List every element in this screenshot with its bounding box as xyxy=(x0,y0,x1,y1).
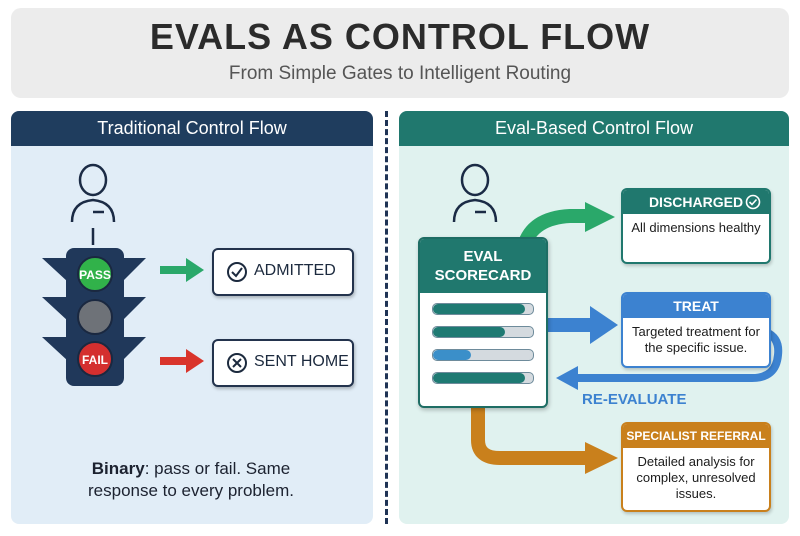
traditional-panel-title: Traditional Control Flow xyxy=(11,111,373,146)
admitted-box: ADMITTED xyxy=(212,248,354,296)
treat-body: Targeted treatment for the specific issu… xyxy=(632,324,760,355)
check-circle-icon xyxy=(227,262,247,282)
discharged-body: All dimensions healthy xyxy=(631,220,761,235)
score-bar xyxy=(432,349,534,361)
specialist-title: SPECIALIST REFERRAL xyxy=(623,424,769,448)
person-icon xyxy=(70,163,116,245)
admitted-label: ADMITTED xyxy=(254,262,336,279)
eval-panel-title: Eval-Based Control Flow xyxy=(399,111,789,146)
sent-home-arrow xyxy=(160,349,204,373)
score-bar-fill xyxy=(433,350,471,360)
fail-light xyxy=(77,341,113,377)
scorecard-title: EVAL SCORECARD xyxy=(420,239,546,293)
pass-light xyxy=(77,256,113,292)
reevaluate-label: RE-EVALUATE xyxy=(582,391,687,408)
treat-title: TREAT xyxy=(623,294,769,318)
x-circle-icon xyxy=(227,353,247,373)
specialist-card: SPECIALIST REFERRAL Detailed analysis fo… xyxy=(621,422,771,512)
divider xyxy=(385,111,388,524)
discharged-card: DISCHARGED All dimensions healthy xyxy=(621,188,771,264)
treat-arrow xyxy=(545,306,618,344)
sent-home-box: SENT HOME xyxy=(212,339,354,387)
score-bar xyxy=(432,303,534,315)
page-subtitle: From Simple Gates to Intelligent Routing xyxy=(228,63,572,84)
middle-light xyxy=(77,299,113,335)
caption-bold: Binary xyxy=(91,459,145,478)
fail-label: FAIL xyxy=(82,353,108,367)
check-circle-icon xyxy=(745,194,761,210)
reevaluate-arrow xyxy=(556,328,783,390)
traditional-panel: Traditional Control Flow xyxy=(11,111,373,524)
caption-rest: : pass or fail. Same response to every p… xyxy=(88,459,294,500)
person-icon-right xyxy=(452,163,498,223)
score-bar xyxy=(432,326,534,338)
scorecard-bars xyxy=(432,303,534,395)
header xyxy=(11,8,789,98)
specialist-arrow xyxy=(471,402,618,474)
discharged-title: DISCHARGED xyxy=(648,194,744,210)
score-bar-fill xyxy=(433,304,525,314)
score-bar xyxy=(432,372,534,384)
treat-card: TREAT Targeted treatment for the specifi… xyxy=(621,292,771,368)
eval-scorecard: EVAL SCORECARD xyxy=(418,237,548,408)
page-title: EVALS AS CONTROL FLOW xyxy=(149,16,651,57)
specialist-body: Detailed analysis for complex, unresolve… xyxy=(636,454,756,501)
pass-label: PASS xyxy=(79,268,111,282)
score-bar-fill xyxy=(433,373,525,383)
sent-home-label: SENT HOME xyxy=(254,353,349,370)
score-bar-fill xyxy=(433,327,505,337)
admit-arrow xyxy=(160,258,204,282)
traditional-caption: Binary: pass or fail. Same response to e… xyxy=(60,458,322,502)
